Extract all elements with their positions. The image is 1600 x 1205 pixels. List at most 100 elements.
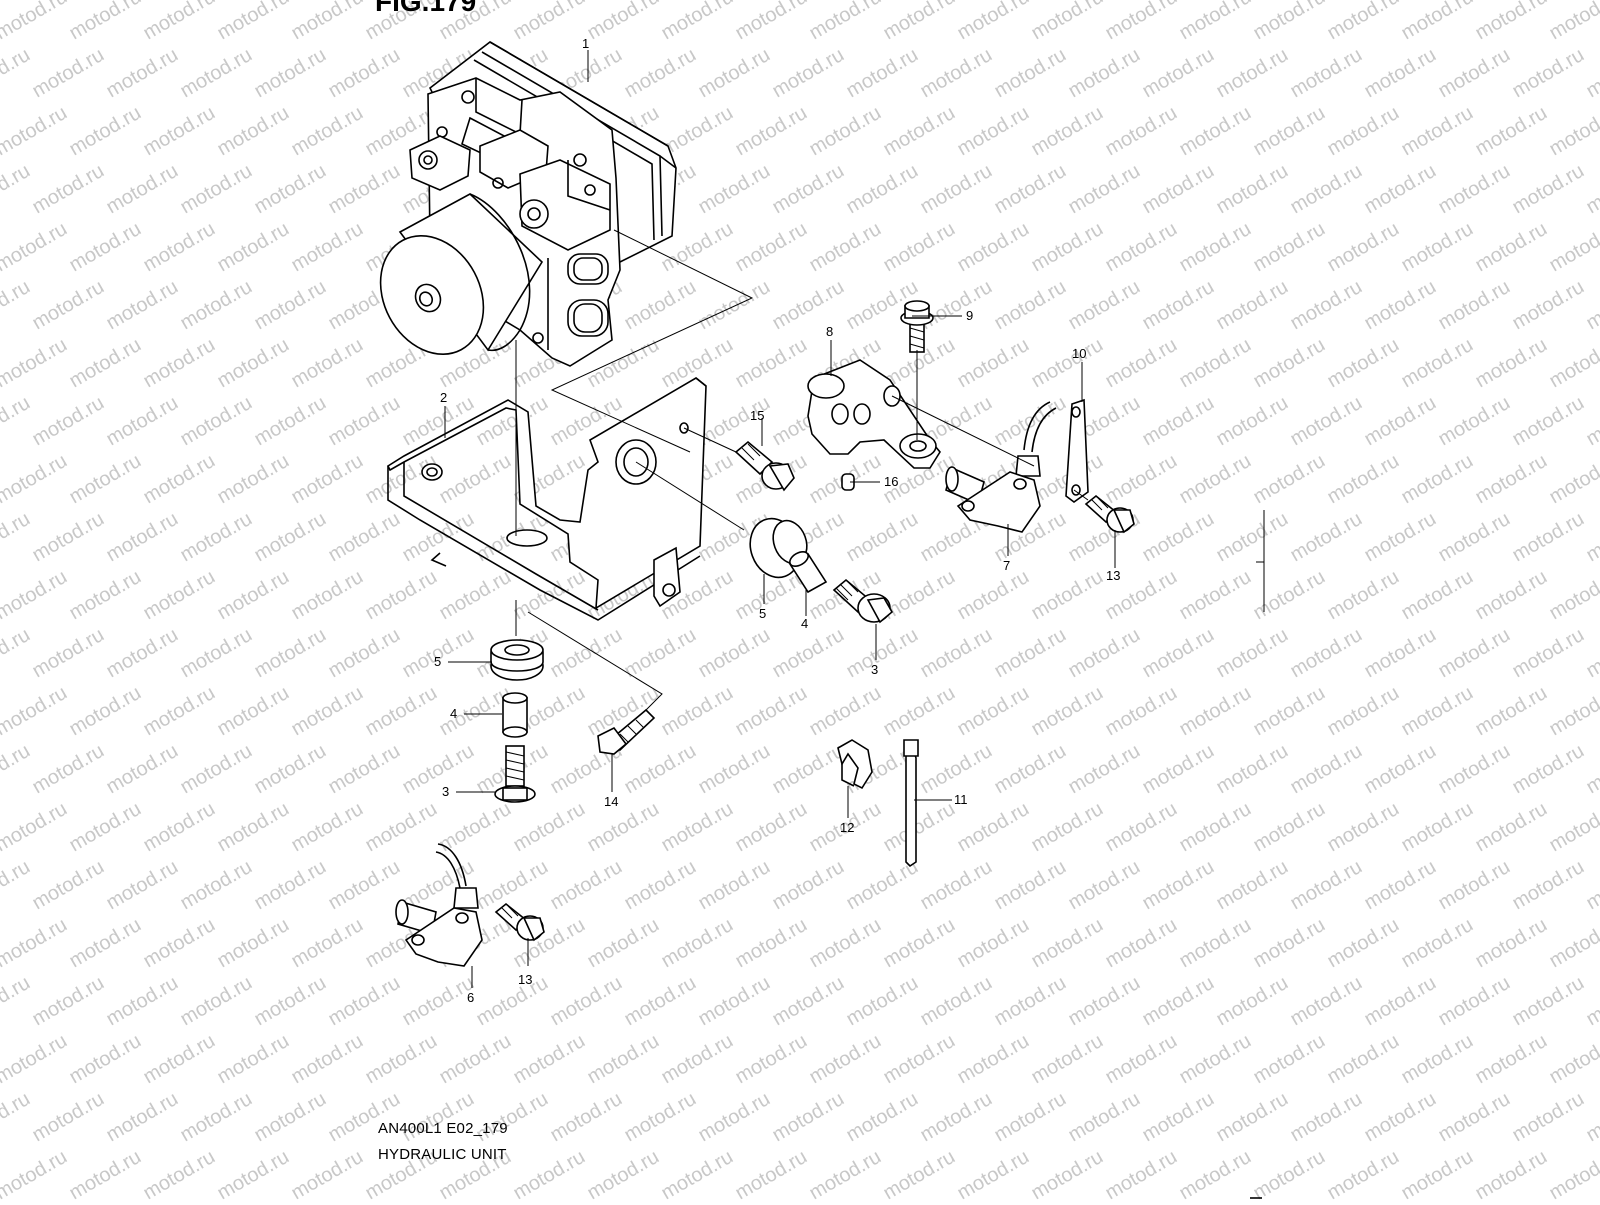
watermark-text: motod.ru [769,740,848,799]
watermark-text: motod.ru [1102,1146,1181,1200]
watermark-text: motod.ru [1398,1030,1477,1089]
watermark-text: motod.ru [917,972,996,1031]
watermark-text: motod.ru [140,1146,219,1200]
watermark-text: motod.ru [1065,276,1144,335]
watermark-text: motod.ru [1287,44,1366,103]
watermark-text: motod.ru [140,682,219,741]
watermark-text: motod.ru [769,160,848,219]
watermark-text: motod.ru [288,334,367,393]
watermark-text: motod.ru [0,740,34,799]
watermark-text: motod.ru [1176,566,1255,625]
callout-15: 15 [750,408,764,423]
watermark-text: motod.ru [1028,798,1107,857]
watermark-text: motod.ru [584,1146,663,1200]
watermark-text: motod.ru [1435,276,1514,335]
watermark-text: motod.ru [1324,102,1403,161]
watermark-text: motod.ru [1176,450,1255,509]
watermark-text: motod.ru [0,334,71,393]
callout-4-right: 4 [801,616,808,631]
watermark-text: motod.ru [695,44,774,103]
watermark-text: motod.ru [732,1030,811,1089]
watermark-text: motod.ru [732,218,811,277]
watermark-text: motod.ru [1398,334,1477,393]
watermark-text: motod.ru [436,450,515,509]
watermark-text: motod.ru [288,682,367,741]
watermark-text: motod.ru [140,914,219,973]
grommet-part-5-lower [491,640,543,680]
callout-3-lower: 3 [442,784,449,799]
watermark-text: motod.ru [1361,1088,1440,1147]
watermark-text: motod.ru [1139,972,1218,1031]
watermark-text: motod.ru [1250,218,1329,277]
watermark-text: motod.ru [29,276,108,335]
watermark-text: motod.ru [1250,450,1329,509]
watermark-text: motod.ru [1176,682,1255,741]
watermark-text: motod.ru [1398,682,1477,741]
watermark-text: motod.ru [1583,44,1600,103]
watermark-text: motod.ru [0,682,71,741]
watermark-text: motod.ru [1435,44,1514,103]
watermark-text: motod.ru [1472,0,1551,44]
watermark-text: motod.ru [1102,334,1181,393]
watermark-text: motod.ru [621,624,700,683]
callout-2: 2 [440,390,447,405]
watermark-text: motod.ru [880,914,959,973]
watermark-text: motod.ru [991,276,1070,335]
watermark-text: motod.ru [1472,914,1551,973]
watermark-text: motod.ru [1213,160,1292,219]
watermark-text: motod.ru [1028,1146,1107,1200]
watermark-text: motod.ru [1472,334,1551,393]
watermark-text: motod.ru [362,566,441,625]
watermark-text: motod.ru [1176,102,1255,161]
watermark-text: motod.ru [214,1146,293,1200]
watermark-text: motod.ru [917,1088,996,1147]
watermark-text: motod.ru [695,740,774,799]
watermark-text: motod.ru [1287,160,1366,219]
watermark-text: motod.ru [0,1088,34,1147]
watermark-text: motod.ru [0,508,34,567]
watermark-text: motod.ru [1361,160,1440,219]
callout-3-right: 3 [871,662,878,677]
watermark-text: motod.ru [547,1088,626,1147]
watermark-text: motod.ru [732,0,811,44]
watermark-text: motod.ru [880,682,959,741]
watermark-text: motod.ru [214,102,293,161]
watermark-text: motod.ru [473,1088,552,1147]
watermark-text: motod.ru [1398,566,1477,625]
watermark-text: motod.ru [732,682,811,741]
watermark-text: motod.ru [954,1030,1033,1089]
watermark-text: motod.ru [1361,624,1440,683]
watermark-text: motod.ru [436,1030,515,1089]
watermark-text: motod.ru [917,856,996,915]
watermark-text: motod.ru [214,566,293,625]
watermark-text: motod.ru [473,392,552,451]
watermark-text: motod.ru [1065,44,1144,103]
watermark-text: motod.ru [1287,276,1366,335]
watermark-text: motod.ru [399,972,478,1031]
watermark-text: motod.ru [325,160,404,219]
watermark-text: motod.ru [843,624,922,683]
watermark-text: motod.ru [621,44,700,103]
watermark-text: motod.ru [1139,44,1218,103]
watermark-text: motod.ru [1546,566,1600,625]
watermark-text: motod.ru [140,798,219,857]
watermark-text: motod.ru [695,1088,774,1147]
watermark-text: motod.ru [103,740,182,799]
watermark-text: motod.ru [1361,972,1440,1031]
watermark-text: motod.ru [954,102,1033,161]
watermark-text: motod.ru [695,856,774,915]
watermark-text: motod.ru [1324,450,1403,509]
watermark-text: motod.ru [991,1088,1070,1147]
watermark-text: motod.ru [1250,914,1329,973]
watermark-text: motod.ru [1250,566,1329,625]
watermark-text: motod.ru [103,44,182,103]
watermark-text: motod.ru [66,334,145,393]
callout-11: 11 [954,792,968,807]
watermark-text: motod.ru [1287,1088,1366,1147]
watermark-text: motod.ru [288,798,367,857]
watermark-text: motod.ru [66,798,145,857]
watermark-text: motod.ru [954,218,1033,277]
watermark-text: motod.ru [621,740,700,799]
watermark-text: motod.ru [362,1030,441,1089]
